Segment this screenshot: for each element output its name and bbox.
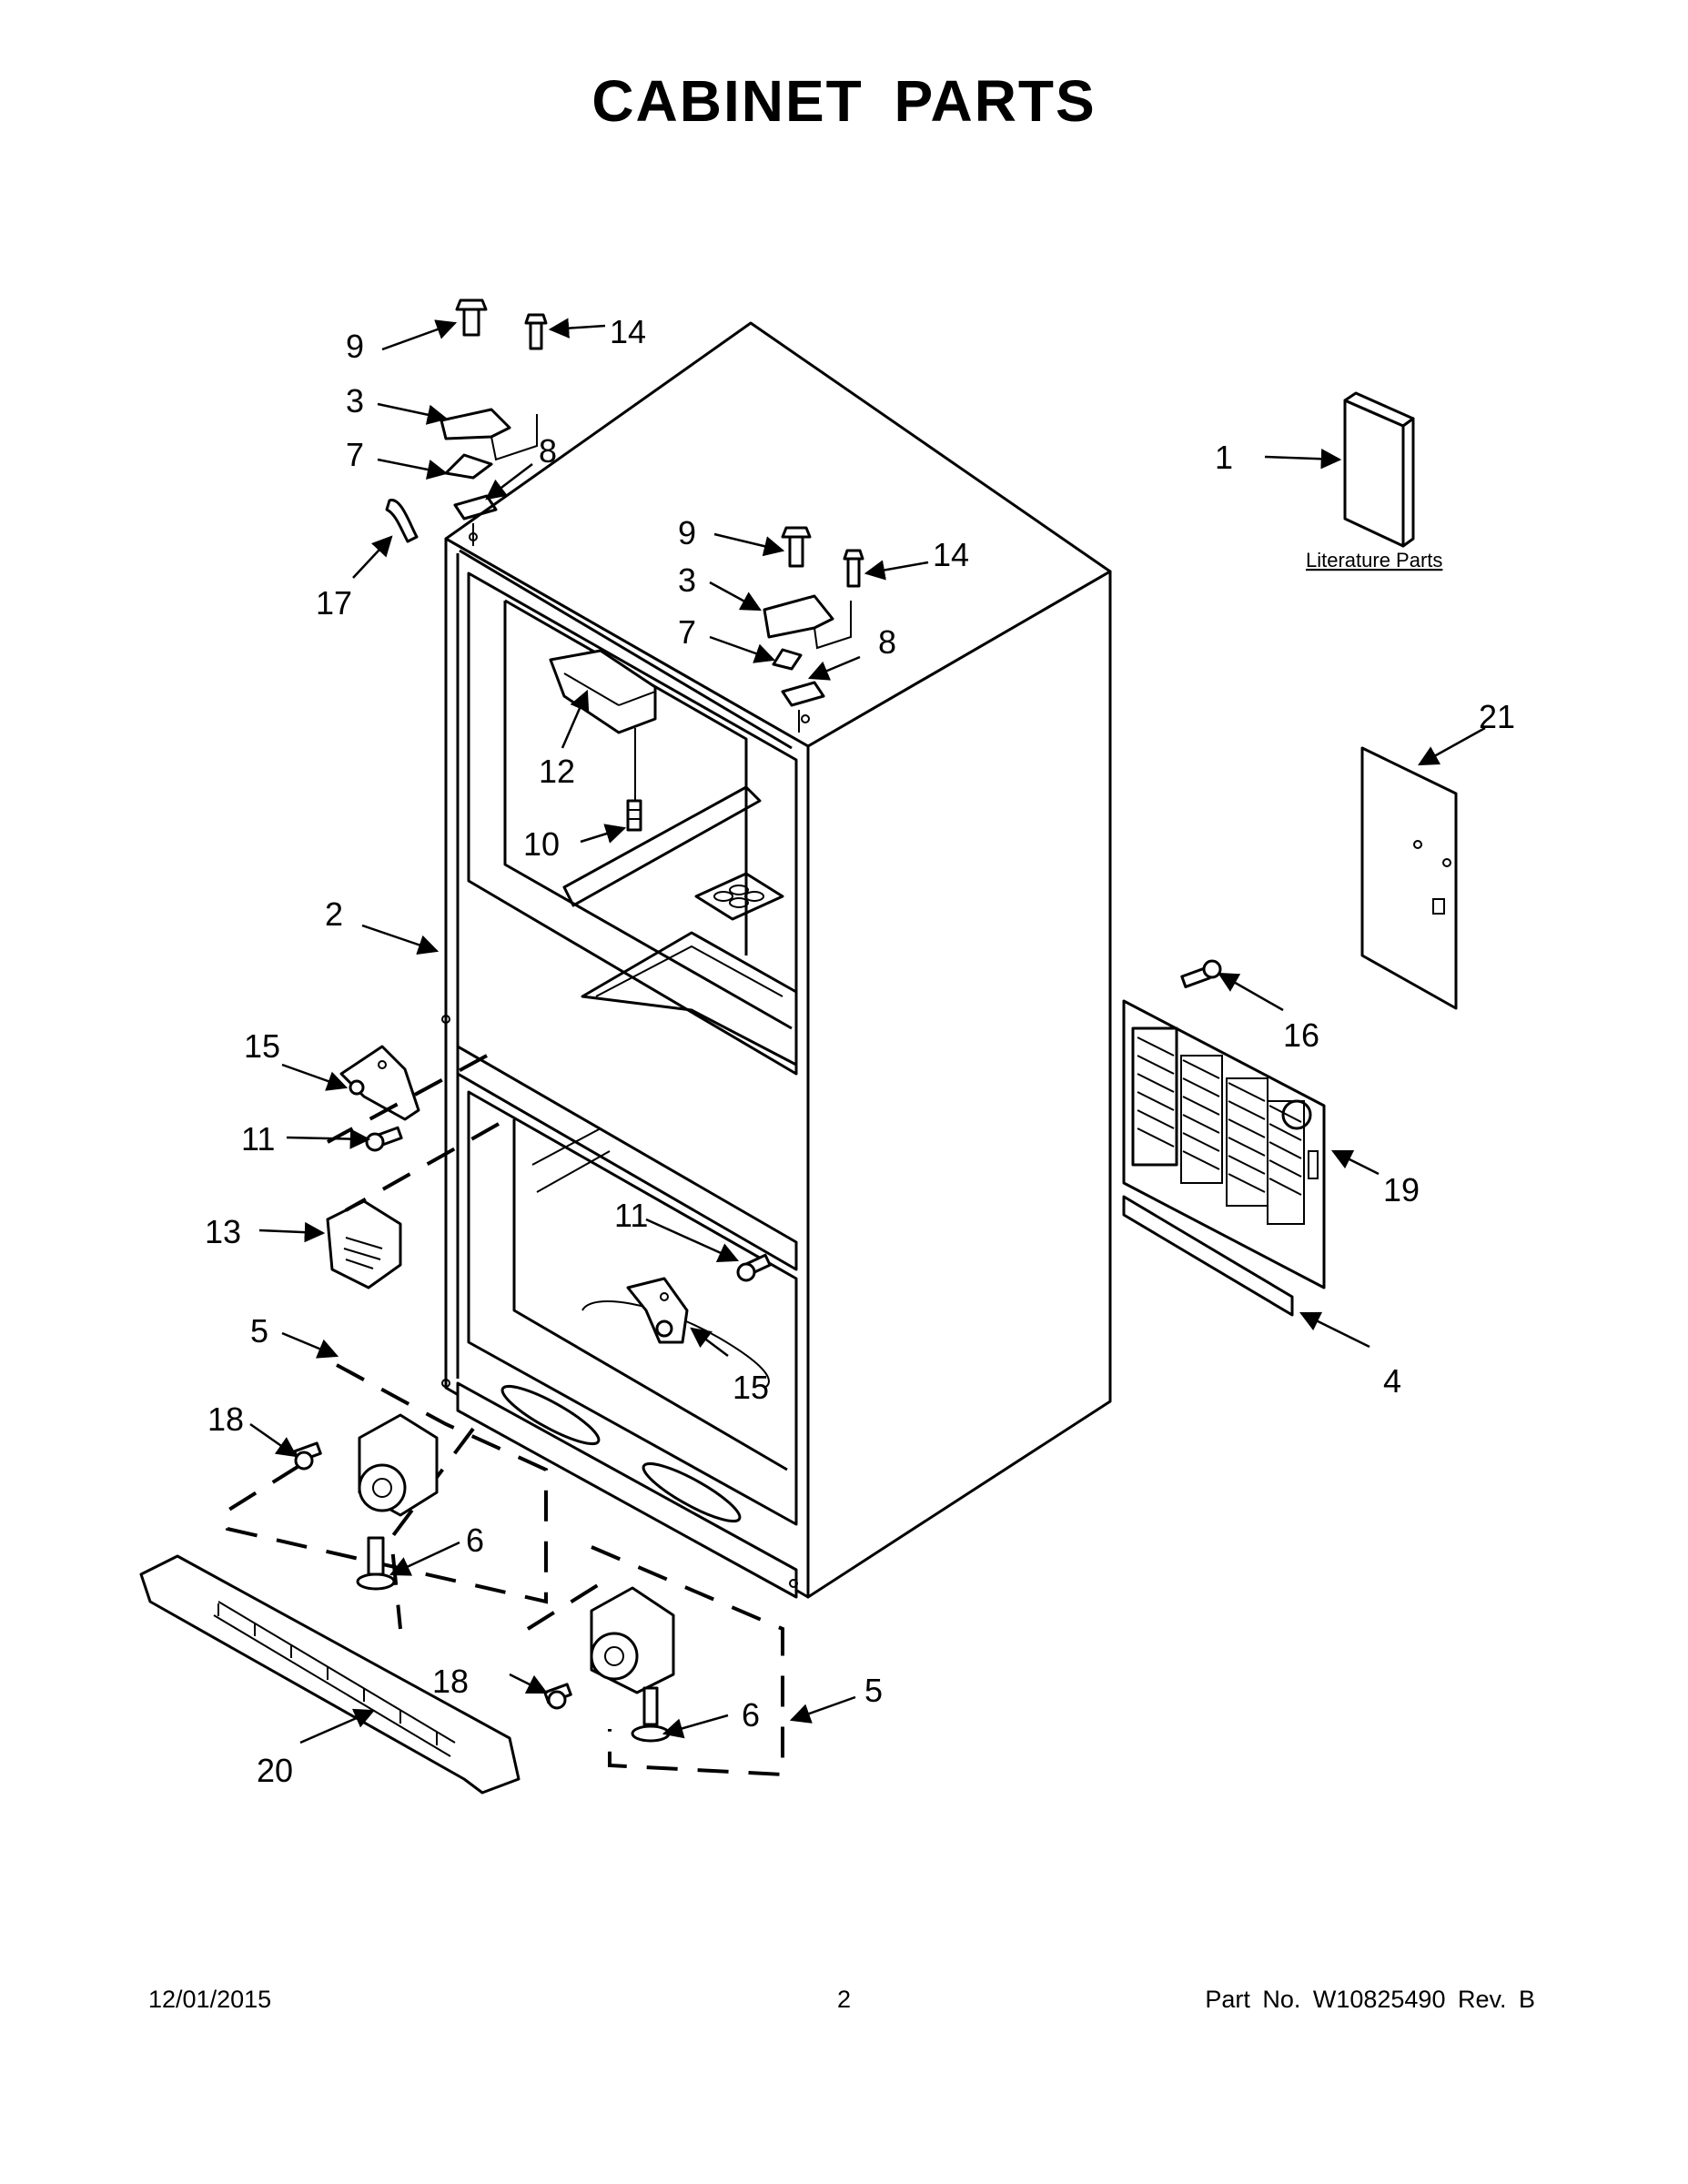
callout-6: 6 bbox=[466, 1522, 484, 1559]
screw-18-right bbox=[543, 1683, 572, 1710]
toe-grille-20 bbox=[139, 1554, 521, 1795]
callout-20: 20 bbox=[257, 1752, 293, 1789]
callout-7: 7 bbox=[678, 613, 696, 651]
access-panel-21 bbox=[1360, 746, 1458, 1010]
strip-4 bbox=[1122, 1195, 1294, 1317]
callout-3: 3 bbox=[678, 561, 696, 599]
callout-5: 5 bbox=[864, 1672, 883, 1709]
callout-10: 10 bbox=[523, 825, 560, 863]
cabinet-body bbox=[441, 321, 1112, 1599]
callout-16: 16 bbox=[1283, 1016, 1319, 1054]
label-card-13 bbox=[326, 1199, 402, 1289]
callout-11: 11 bbox=[241, 1120, 275, 1158]
roller-bracket-left bbox=[356, 1413, 439, 1591]
footer-date: 12/01/2015 bbox=[148, 1986, 272, 2013]
callout-21: 21 bbox=[1479, 698, 1515, 735]
callout-19: 19 bbox=[1383, 1171, 1420, 1208]
callout-15: 15 bbox=[244, 1027, 280, 1065]
screw-18-left bbox=[293, 1441, 322, 1471]
callout-3: 3 bbox=[346, 382, 364, 420]
screw-16 bbox=[1180, 959, 1222, 988]
top-hinge-right bbox=[763, 526, 864, 733]
callout-numbers: 9 14 3 7 8 17 1 9 14 3 7 8 12 10 2 21 16… bbox=[205, 313, 1515, 1789]
callout-9: 9 bbox=[678, 514, 696, 551]
page-title: CABINET PARTS bbox=[591, 68, 1097, 134]
leader-arrows bbox=[249, 318, 1486, 1744]
callout-17: 17 bbox=[316, 584, 352, 622]
callout-12: 12 bbox=[539, 753, 575, 790]
callout-6: 6 bbox=[742, 1696, 760, 1734]
callout-8: 8 bbox=[878, 623, 896, 661]
screw-10 bbox=[626, 799, 642, 832]
callout-1: 1 bbox=[1215, 439, 1233, 476]
callout-2: 2 bbox=[325, 895, 343, 933]
screw-11-left bbox=[365, 1126, 403, 1152]
callout-15: 15 bbox=[733, 1369, 769, 1406]
literature-parts-label: Literature Parts bbox=[1306, 549, 1442, 571]
callout-18: 18 bbox=[207, 1400, 244, 1438]
callout-14: 14 bbox=[610, 313, 646, 350]
vent-grid bbox=[694, 872, 784, 921]
callout-5: 5 bbox=[250, 1312, 268, 1350]
footer-page-number: 2 bbox=[836, 1986, 852, 2013]
callout-8: 8 bbox=[539, 432, 557, 470]
literature-booklet bbox=[1343, 391, 1415, 548]
grille-slats bbox=[1137, 1036, 1305, 1225]
clip-17 bbox=[385, 499, 419, 543]
roller-bracket-right bbox=[590, 1586, 675, 1743]
control-housing bbox=[549, 649, 657, 801]
callout-14: 14 bbox=[933, 536, 969, 573]
hinge-bracket-15-left bbox=[339, 1045, 420, 1121]
hinge-bracket-15-right bbox=[626, 1277, 689, 1344]
callout-11: 11 bbox=[614, 1197, 648, 1234]
footer-part-number: Part No. W10825490 Rev. B bbox=[1205, 1986, 1535, 2013]
top-hinge-left bbox=[440, 298, 548, 546]
screw-11-right bbox=[736, 1253, 772, 1282]
rear-grille-19 bbox=[1122, 999, 1326, 1289]
callout-7: 7 bbox=[346, 436, 364, 473]
callout-4: 4 bbox=[1383, 1362, 1401, 1400]
callout-18: 18 bbox=[432, 1663, 469, 1700]
callout-13: 13 bbox=[205, 1213, 241, 1250]
callout-9: 9 bbox=[346, 328, 364, 365]
